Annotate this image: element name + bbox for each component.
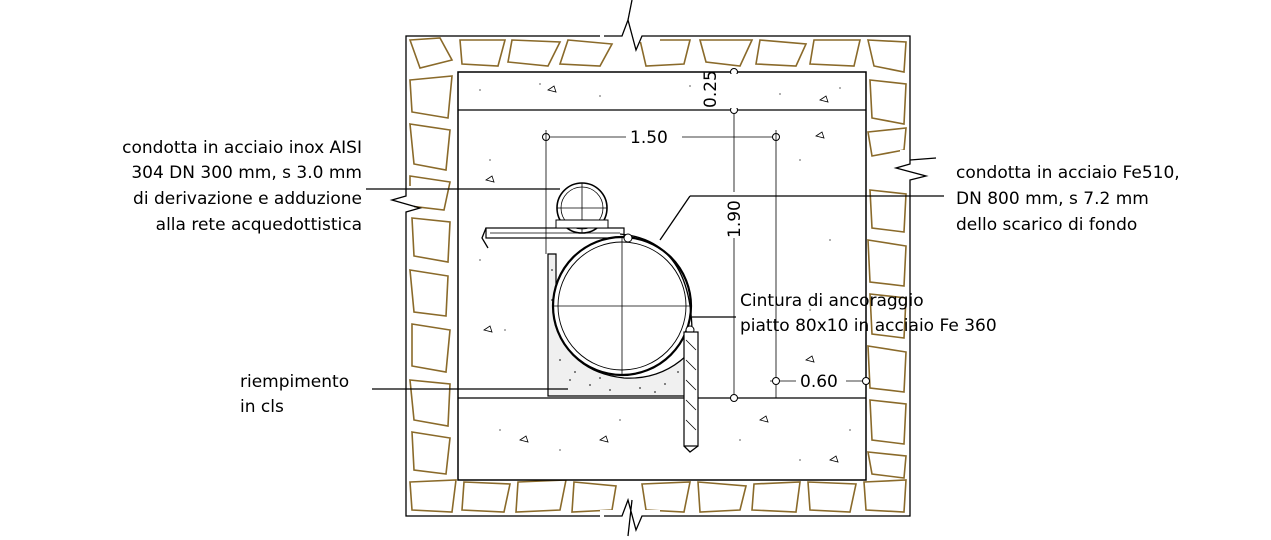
break-lines [389, 0, 937, 537]
left-pipe-line-1: condotta in acciaio inox AISI [122, 138, 362, 158]
large-pipe [551, 233, 699, 453]
left-pipe-line-2: 304 DN 300 mm, s 3.0 mm [131, 163, 362, 183]
dimension-texts: 0.25 1.50 1.90 0.60 [630, 70, 838, 392]
label-anchor: Cintura di ancoraggio piatto 80x10 in ac… [740, 291, 997, 336]
support-beam [481, 227, 625, 249]
dim-width: 1.50 [630, 128, 668, 148]
dim-height: 1.90 [725, 200, 745, 238]
fill-line-1: riempimento [240, 372, 349, 392]
anchor-line-2: piatto 80x10 in acciaio Fe 360 [740, 316, 997, 336]
right-pipe-line-2: DN 800 mm, s 7.2 mm [956, 189, 1149, 209]
small-pipe [555, 182, 609, 234]
leader-lines [366, 188, 944, 390]
label-right-pipe: condotta in acciaio Fe510, DN 800 mm, s … [956, 163, 1180, 235]
anchor-line-1: Cintura di ancoraggio [740, 291, 924, 311]
right-pipe-line-1: condotta in acciaio Fe510, [956, 163, 1180, 183]
dimension-lines [542, 68, 870, 402]
label-left-pipe: condotta in acciaio inox AISI 304 DN 300… [122, 138, 362, 235]
dim-side: 0.60 [800, 372, 838, 392]
left-pipe-line-4: alla rete acquedottistica [156, 215, 362, 235]
right-pipe-line-3: dello scarico di fondo [956, 215, 1137, 235]
left-pipe-line-3: di derivazione e adduzione [133, 189, 362, 209]
dim-top-slab: 0.25 [701, 70, 721, 108]
label-fill: riempimento in cls [240, 372, 349, 417]
fill-line-2: in cls [240, 397, 284, 417]
